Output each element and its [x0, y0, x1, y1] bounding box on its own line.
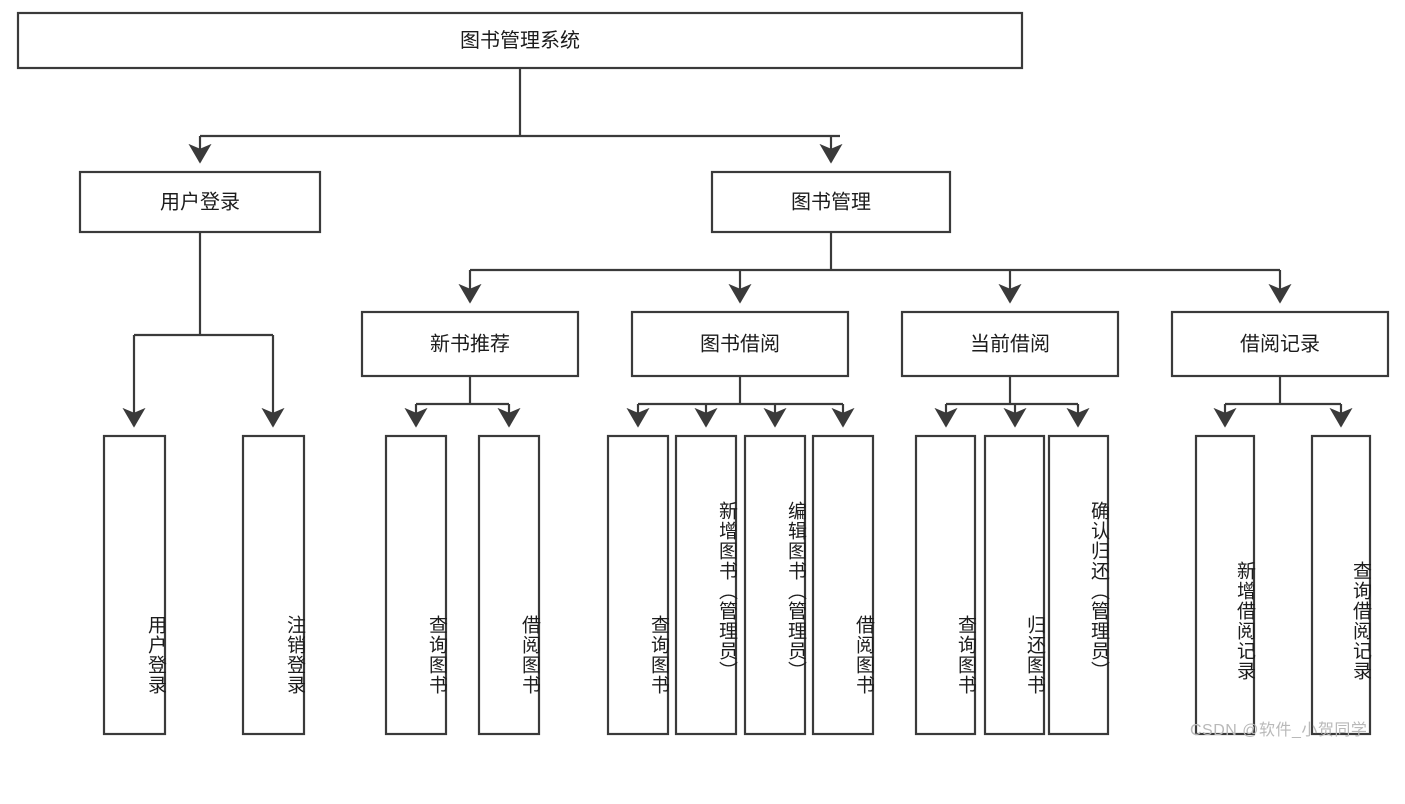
connector-bookborrow-to-leaves	[626, 376, 855, 428]
connector-currentborrow-to-leaves	[934, 376, 1090, 428]
node-current-borrow-label: 当前借阅	[970, 332, 1050, 355]
leaf-logout[interactable]	[241, 434, 306, 736]
leaf-nbr-query-book[interactable]	[384, 434, 448, 736]
leaf-bb-borrow-book[interactable]	[811, 434, 875, 736]
node-user-login[interactable]	[78, 170, 322, 234]
node-root[interactable]	[16, 11, 1024, 70]
tree-structure-svg: 图书管理系统 用户登录 图书管理 新书推荐 图书借阅 当前借阅 借阅记录	[16, 11, 1390, 736]
leaf-cb-query-book[interactable]	[914, 434, 977, 736]
leaf-br-add-record[interactable]	[1194, 434, 1256, 736]
leaf-nbr-borrow-book[interactable]	[477, 434, 541, 736]
connector-borrowrecord-to-leaves	[1213, 376, 1353, 428]
node-book-management-label: 图书管理	[791, 190, 871, 213]
node-root-label: 图书管理系统	[460, 29, 580, 52]
leaf-cb-confirm-return[interactable]	[1047, 434, 1110, 736]
node-book-borrow[interactable]	[630, 310, 850, 378]
leaf-br-query-record[interactable]	[1310, 434, 1372, 736]
connector-newbook-to-leaves	[404, 376, 521, 428]
connector-userlogin-to-leaves	[122, 232, 285, 428]
node-book-borrow-label: 图书借阅	[700, 332, 780, 355]
leaf-user-login[interactable]	[102, 434, 167, 736]
watermark-text: CSDN @软件_小贺同学	[1190, 722, 1368, 739]
node-book-management[interactable]	[710, 170, 952, 234]
flowchart-diagram: 图书管理系统 用户登录 图书管理 新书推荐 图书借阅 当前借阅 借阅记录 用户登…	[16, 11, 1390, 739]
connector-bookmgmt-to-level2	[458, 232, 1292, 304]
leaf-cb-return-book[interactable]	[983, 434, 1046, 736]
node-new-book-recommend[interactable]	[360, 310, 580, 378]
leaf-bb-edit-book[interactable]	[743, 434, 807, 736]
leaf-bb-query-book[interactable]	[606, 434, 670, 736]
node-new-book-recommend-label: 新书推荐	[430, 332, 510, 355]
node-user-login-label: 用户登录	[160, 190, 240, 213]
node-borrow-record[interactable]	[1170, 310, 1390, 378]
connector-root-to-level1	[188, 68, 843, 164]
node-borrow-record-label: 借阅记录	[1240, 332, 1320, 355]
node-current-borrow[interactable]	[900, 310, 1120, 378]
leaf-bb-add-book[interactable]	[674, 434, 738, 736]
